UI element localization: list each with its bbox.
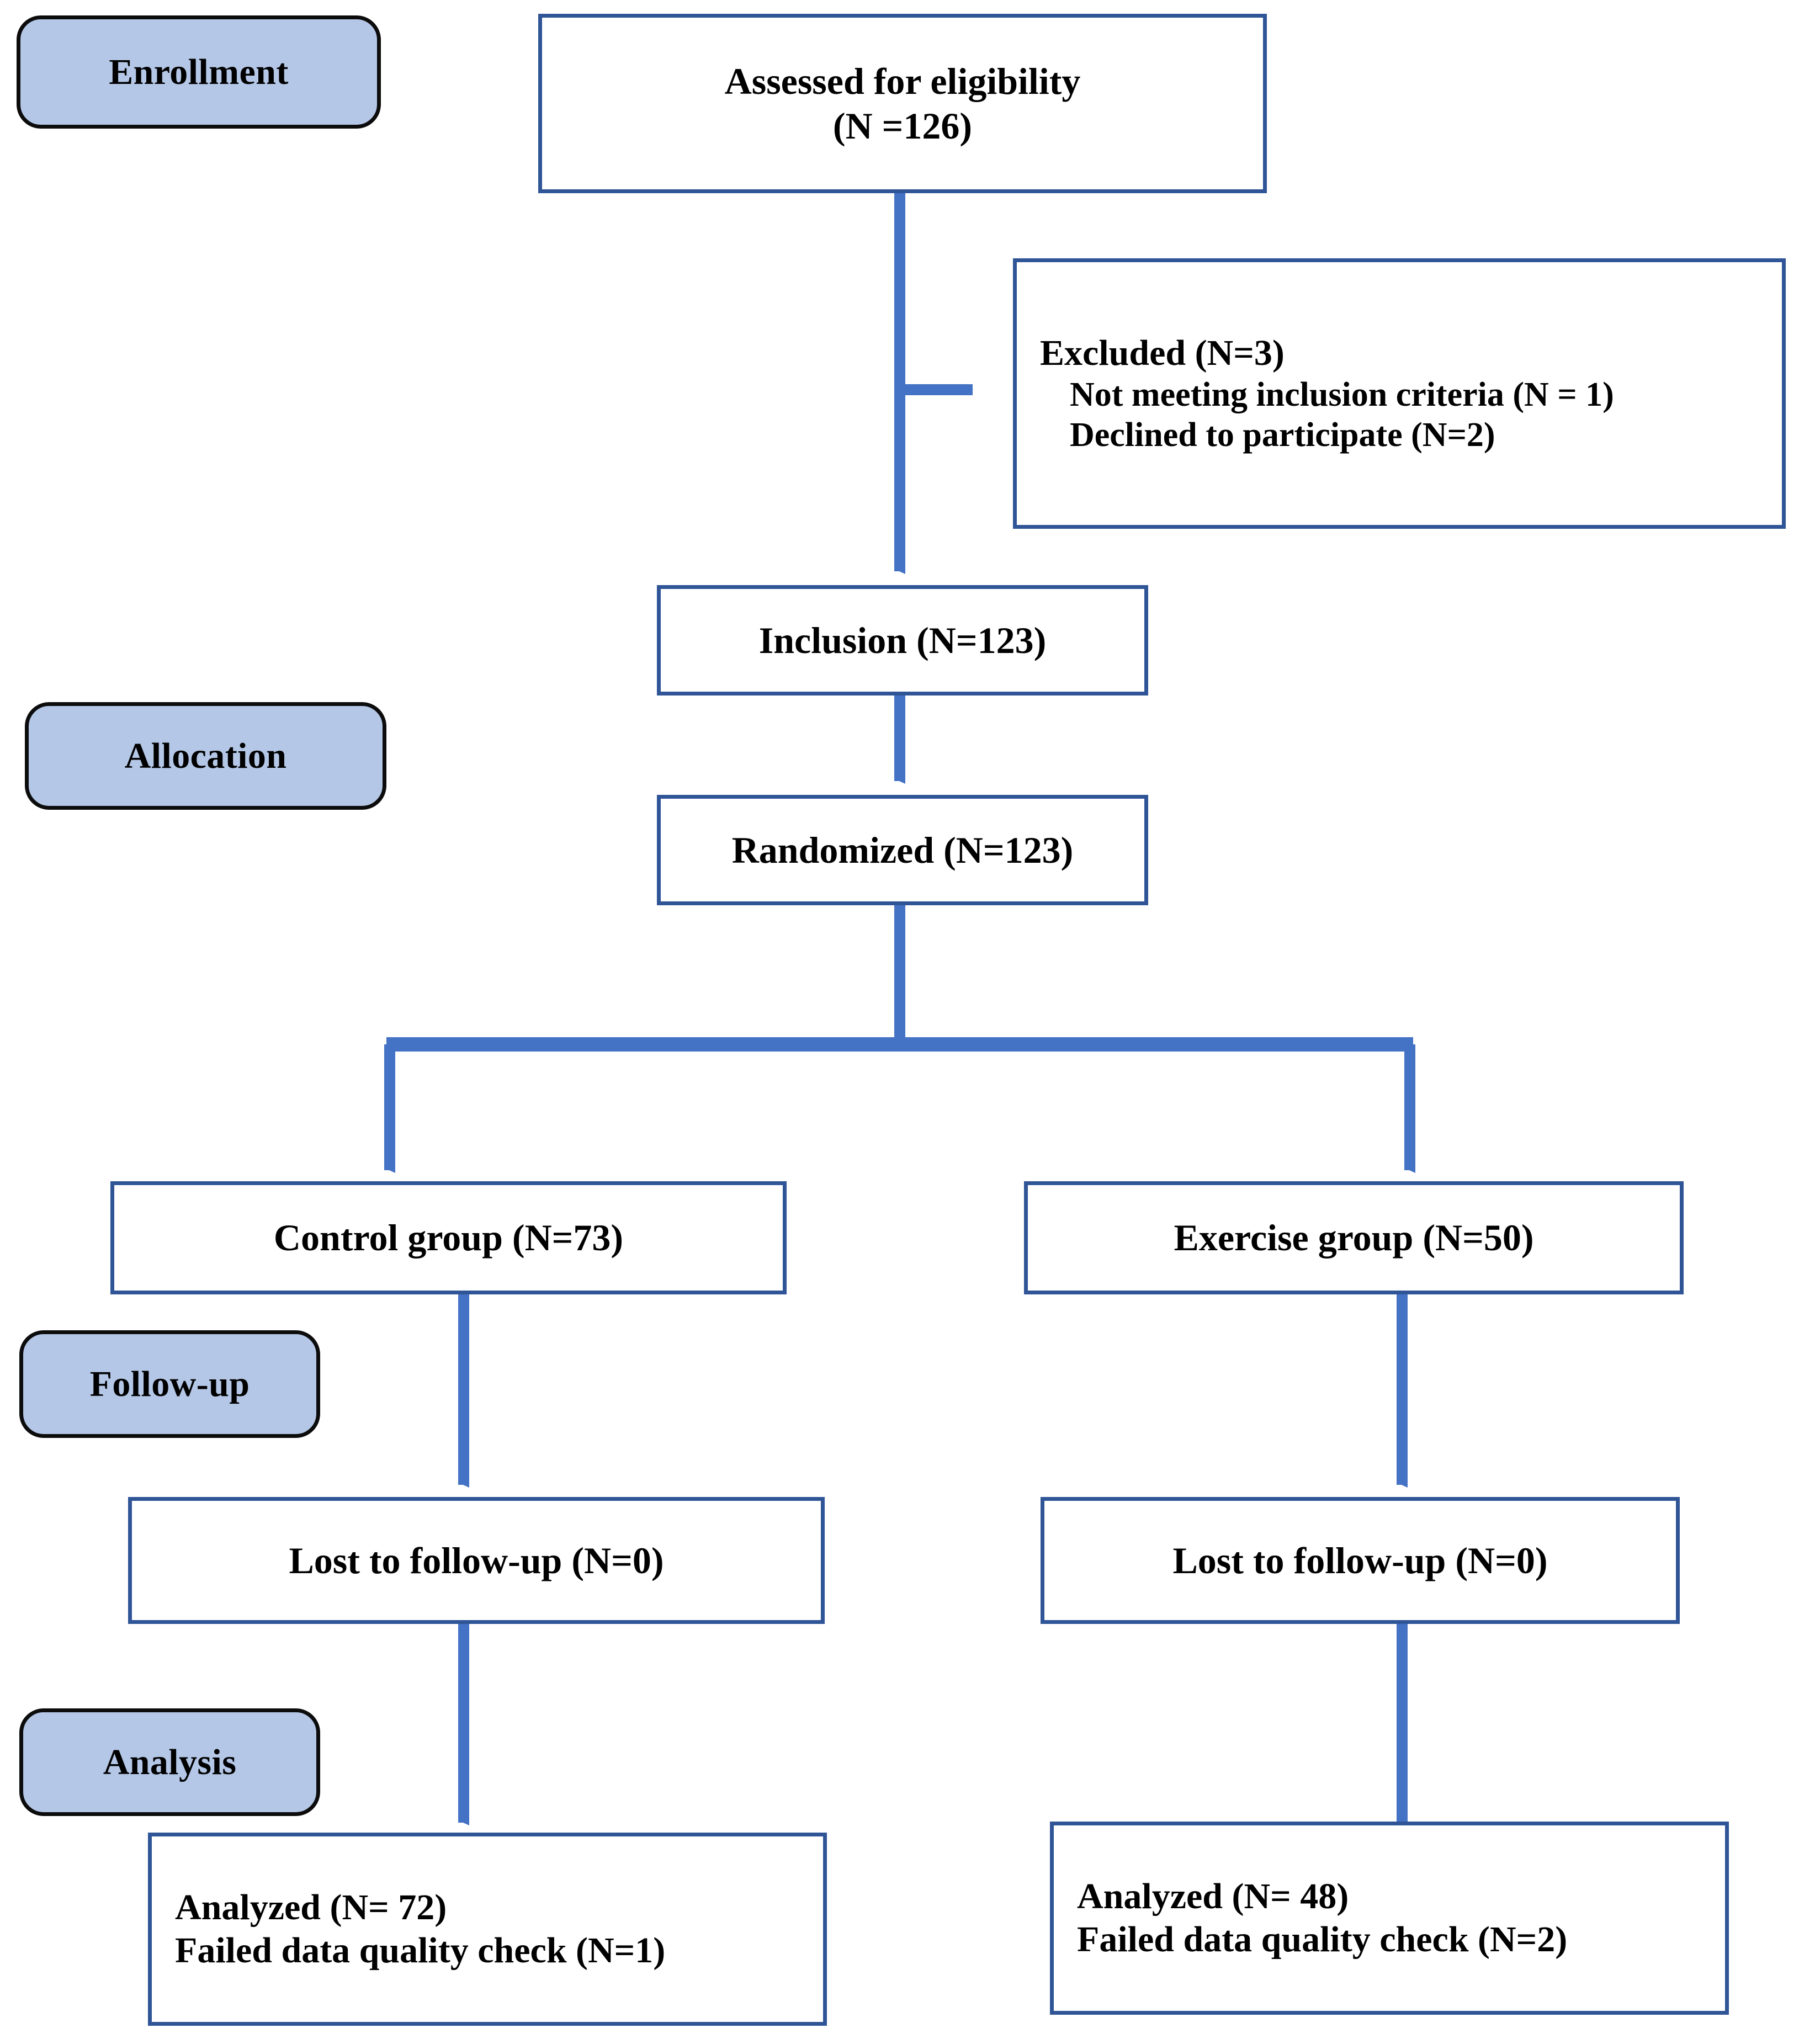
stage-label-followup: Follow-up <box>89 1363 250 1404</box>
randomized-line: Randomized (N=123) <box>731 829 1074 871</box>
assessed-line-2: (N =126) <box>832 104 973 147</box>
node-randomized: Randomized (N=123) <box>657 795 1148 905</box>
node-control-group: Control group (N=73) <box>110 1181 787 1294</box>
analyzed-left-line-2: Failed data quality check (N=1) <box>175 1930 666 1971</box>
assessed-line-1: Assessed for eligibility <box>724 60 1081 103</box>
node-lost-to-followup-exercise: Lost to follow-up (N=0) <box>1041 1497 1680 1624</box>
stage-label-allocation: Allocation <box>124 735 287 776</box>
analyzed-right-line-1: Analyzed (N= 48) <box>1077 1876 1349 1917</box>
stage-pill-enrollment: Enrollment <box>17 15 381 129</box>
stage-pill-followup: Follow-up <box>19 1330 320 1438</box>
excluded-reason-1: Not meeting inclusion criteria (N = 1) <box>1070 375 1614 413</box>
node-analyzed-control: Analyzed (N= 72) Failed data quality che… <box>148 1833 827 2026</box>
node-assessed-for-eligibility: Assessed for eligibility (N =126) <box>538 14 1267 193</box>
analyzed-left-line-1: Analyzed (N= 72) <box>175 1887 447 1928</box>
stage-pill-analysis: Analysis <box>19 1708 320 1816</box>
stage-label-analysis: Analysis <box>103 1742 237 1782</box>
analyzed-right-line-2: Failed data quality check (N=2) <box>1077 1919 1568 1960</box>
lost-right-line: Lost to follow-up (N=0) <box>1172 1539 1548 1581</box>
stage-label-enrollment: Enrollment <box>109 51 289 92</box>
excluded-heading: Excluded (N=3) <box>1040 332 1285 373</box>
excluded-reason-2: Declined to participate (N=2) <box>1070 416 1495 454</box>
node-inclusion: Inclusion (N=123) <box>657 585 1148 696</box>
control-group-line: Control group (N=73) <box>273 1217 624 1259</box>
node-excluded: Excluded (N=3) Not meeting inclusion cri… <box>1013 258 1786 529</box>
inclusion-line: Inclusion (N=123) <box>758 619 1047 661</box>
node-exercise-group: Exercise group (N=50) <box>1024 1181 1684 1294</box>
exercise-group-line: Exercise group (N=50) <box>1174 1217 1534 1259</box>
stage-pill-allocation: Allocation <box>25 702 386 810</box>
node-lost-to-followup-control: Lost to follow-up (N=0) <box>128 1497 825 1624</box>
lost-left-line: Lost to follow-up (N=0) <box>289 1539 664 1581</box>
node-analyzed-exercise: Analyzed (N= 48) Failed data quality che… <box>1050 1822 1729 2015</box>
